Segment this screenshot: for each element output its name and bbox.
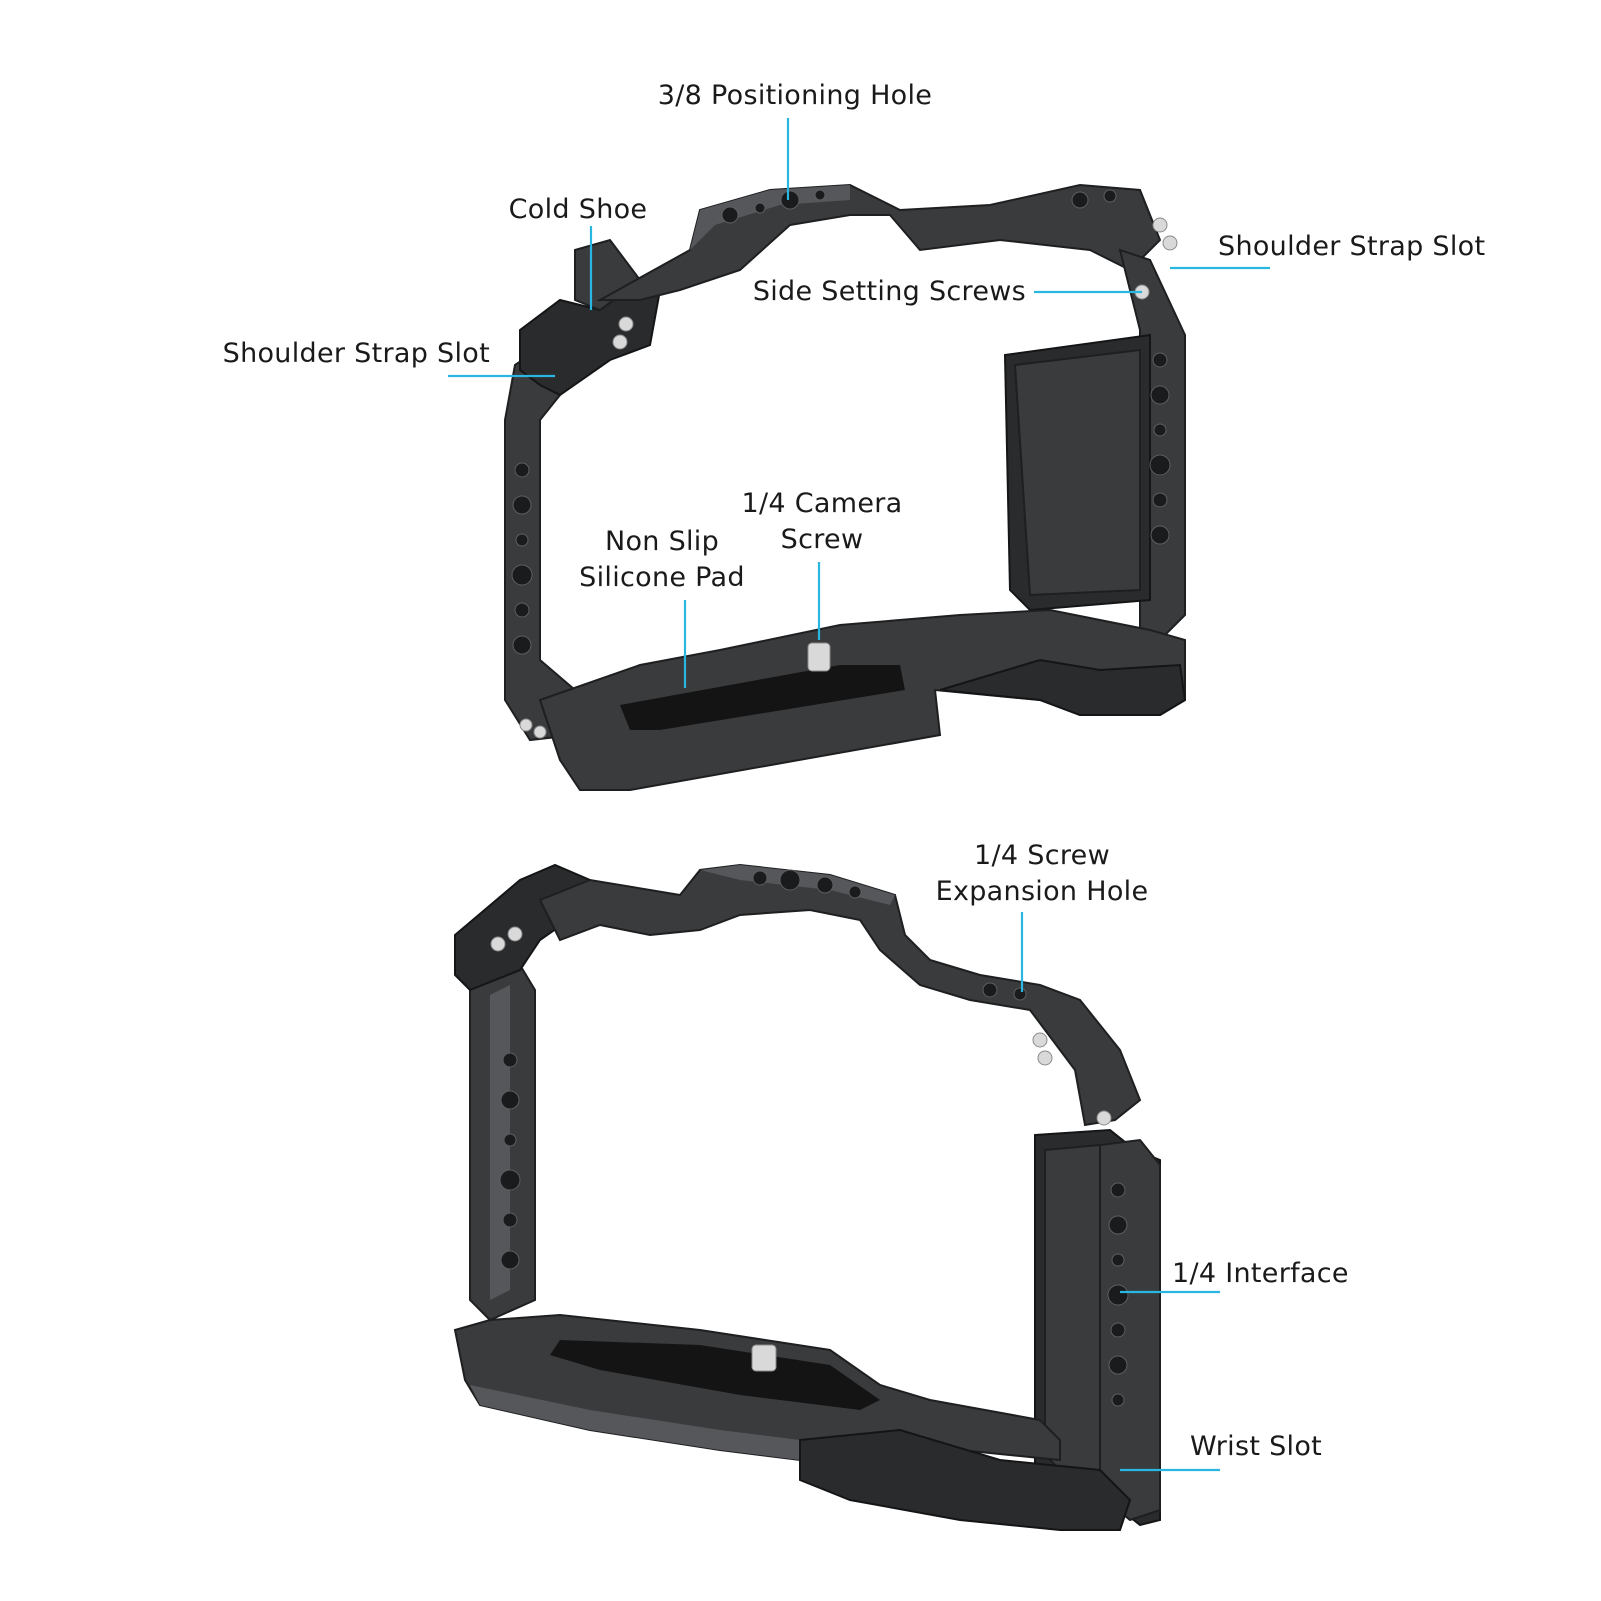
label-shoulder-strap-slot-left: Shoulder Strap Slot	[223, 338, 490, 369]
label-silicone-pad-line2: Silicone Pad	[579, 562, 745, 593]
label-silicone-pad-line1: Non Slip	[605, 526, 719, 557]
label-positioning-hole: 3/8 Positioning Hole	[658, 80, 932, 111]
label-expansion-hole-line1: 1/4 Screw	[974, 840, 1110, 871]
label-expansion-hole-line2: Expansion Hole	[936, 876, 1149, 907]
bottom-cage-illustration	[453, 863, 1161, 1531]
label-cold-shoe: Cold Shoe	[509, 194, 648, 225]
label-side-setting-screws: Side Setting Screws	[753, 276, 1026, 307]
label-interface: 1/4 Interface	[1172, 1258, 1349, 1289]
label-shoulder-strap-slot-right: Shoulder Strap Slot	[1218, 231, 1485, 262]
label-camera-screw-line2: Screw	[781, 524, 864, 555]
label-camera-screw-line1: 1/4 Camera	[742, 488, 903, 519]
label-wrist-slot: Wrist Slot	[1190, 1431, 1322, 1462]
